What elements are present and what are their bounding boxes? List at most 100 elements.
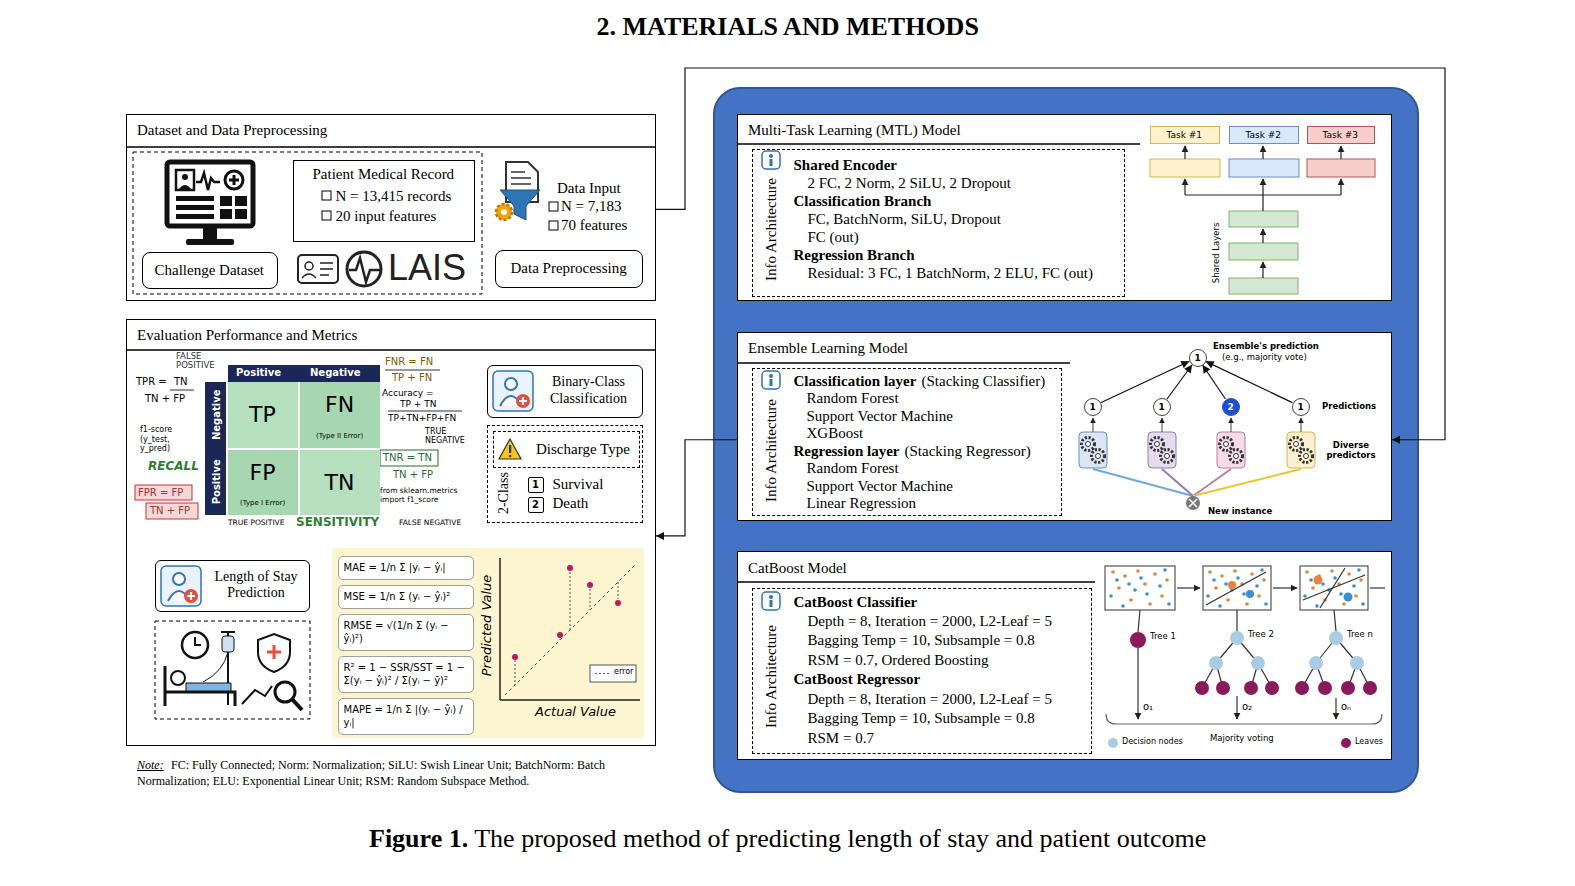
connector [1167, 365, 1192, 399]
panel: Multi-Task Learning (MTL) ModelInfo Arch… [737, 114, 1392, 301]
node-text: (Type I Error) [240, 499, 285, 507]
node-text: 1 [1090, 402, 1096, 412]
label: Ensemble's prediction [1213, 342, 1319, 352]
label: Predictions [1322, 402, 1376, 412]
task-box: Binary-Class Classification [487, 365, 643, 418]
legend-text: Decision nodes [1122, 737, 1183, 746]
vote-circle: 2 [1222, 398, 1240, 416]
formula-box: MSE = 1/n Σ (yᵢ − ŷᵢ)² [338, 585, 474, 609]
label: Data Input [557, 180, 621, 197]
node-text: Linear Regression [807, 495, 917, 512]
label: Majority voting [1210, 734, 1274, 744]
matrix-cell: TN [300, 450, 380, 515]
node-text: CatBoost Model [748, 560, 847, 577]
connector-line [1167, 365, 1192, 399]
node-text: Random Forest [807, 390, 899, 407]
label: TN [174, 376, 188, 388]
vote-circle: 1 [1084, 398, 1102, 416]
label: N = 7,183 [561, 198, 622, 215]
node-text: MAE = 1/n Σ |yᵢ − ŷᵢ| [344, 561, 468, 574]
label: TRUE POSITIVE [228, 519, 284, 528]
matrix-cell: FP (Type I Error) [228, 450, 298, 515]
label: from sklearn.metrics import f1_score [380, 486, 474, 504]
node-text: Task #3 [1323, 130, 1359, 140]
node-text: Info Architecture [763, 399, 780, 502]
node-text: RSM = 0.7 [808, 730, 874, 747]
node-text: Depth = 8, Iteration = 2000, L2-Leaf = 5 [808, 613, 1052, 630]
node-text: Task #2 [1246, 130, 1282, 140]
node-text: 20 input features [336, 208, 437, 225]
node-text: R² = 1 − SSR/SST = 1 − Σ(yᵢ − ŷᵢ)² / Σ(y… [344, 661, 468, 687]
connector [656, 68, 1445, 444]
label: FPR = FP [138, 487, 183, 499]
label: Tree n [1347, 630, 1373, 640]
label: o₂ [1242, 701, 1252, 713]
record-box: Patient Medical RecordN = 13,415 records… [293, 160, 475, 242]
label: FNR = FN [385, 356, 433, 368]
info-box: Info ArchitectureShared Encoder2 FC, 2 N… [752, 149, 1125, 297]
arrowhead [1206, 361, 1215, 368]
label: Positive [210, 459, 222, 504]
label: Note: [137, 758, 164, 774]
node-text: Classification layer [794, 373, 917, 390]
legend-sample [1341, 738, 1351, 748]
node-text: RMSE = √(1/n Σ (yᵢ − ŷᵢ)²) [344, 619, 468, 645]
node-text: Shared Encoder [794, 157, 897, 174]
panel: CatBoost ModelInfo ArchitectureCatBoost … [737, 551, 1392, 760]
label: RECALL [148, 460, 199, 474]
label: (e.g., majority vote) [1222, 353, 1307, 363]
vote-circle: 1 [1292, 398, 1310, 416]
matrix-cell: TP [228, 382, 298, 448]
rounded-box: Challenge Dataset [142, 252, 278, 289]
caption-label: Figure 1. [369, 824, 468, 853]
label: TP + TN [400, 399, 436, 409]
matrix-cell: FN(Type II Error) [300, 382, 380, 448]
arrowhead [1203, 365, 1211, 374]
connector-line [656, 440, 737, 536]
node-text: Length of Stay Prediction [206, 569, 306, 603]
label: Accuracy = [382, 388, 434, 398]
label: TN + FP [145, 393, 185, 405]
legend-sample [595, 673, 610, 674]
node-text: Patient Medical Record [313, 166, 455, 183]
info-box: Info ArchitectureClassification layer(St… [752, 368, 1062, 516]
label: 70 features [561, 217, 627, 234]
node-text: 2 FC, 2 Norm, 2 SiLU, 2 Dropout [808, 175, 1011, 192]
node-text: Bagging Temp = 10, Subsample = 0.8 [808, 632, 1035, 649]
formula-box: RMSE = √(1/n Σ (yᵢ − ŷᵢ)²) [338, 614, 474, 651]
label: Negative [310, 367, 361, 379]
label: New instance [1208, 507, 1272, 517]
node-text: Discharge Type [536, 441, 630, 458]
connector-line [656, 68, 1445, 440]
connector [1203, 365, 1226, 399]
formula-box: MAPE = 1/n Σ |(yᵢ − ŷᵢ) / yᵢ| [338, 698, 474, 735]
node-text: Random Forest [807, 460, 899, 477]
label: SENSITIVITY [296, 516, 379, 530]
node-text: Evaluation Performance and Metrics [137, 327, 357, 344]
title: 2. MATERIALS AND METHODS [597, 12, 979, 42]
node-text: Bagging Temp = 10, Subsample = 0.8 [808, 710, 1035, 727]
label: Positive [236, 367, 281, 379]
label: o₁ [1143, 701, 1153, 713]
node-text: XGBoost [807, 425, 864, 442]
node-text: Depth = 8, Iteration = 2000, L2-Leaf = 5 [808, 691, 1052, 708]
node-text: FC (out) [808, 229, 859, 246]
node-text: Support Vector Machine [807, 478, 953, 495]
legend-sample [1108, 738, 1118, 748]
label: Shared Layers [1211, 223, 1221, 284]
vote-circle: 1 [1189, 349, 1207, 367]
node-text: 1 [1298, 402, 1304, 412]
node-text: Binary-Class Classification [539, 374, 639, 408]
label: FALSE NEGATIVE [399, 519, 461, 528]
label: Diverse predictors [1320, 440, 1382, 460]
number-box: 1 [528, 477, 544, 493]
connector-line [1203, 365, 1226, 399]
node-text: Info Architecture [763, 625, 780, 728]
node-text: FC, BatchNorm, SiLU, Dropout [808, 211, 1001, 228]
node-text: Regression layer [794, 443, 900, 460]
node-text: FP [250, 460, 276, 485]
node-text: 2 [1228, 402, 1234, 412]
label: f1-score (y_test, y_pred) [140, 425, 202, 454]
task-box: Task #3 [1307, 126, 1375, 144]
